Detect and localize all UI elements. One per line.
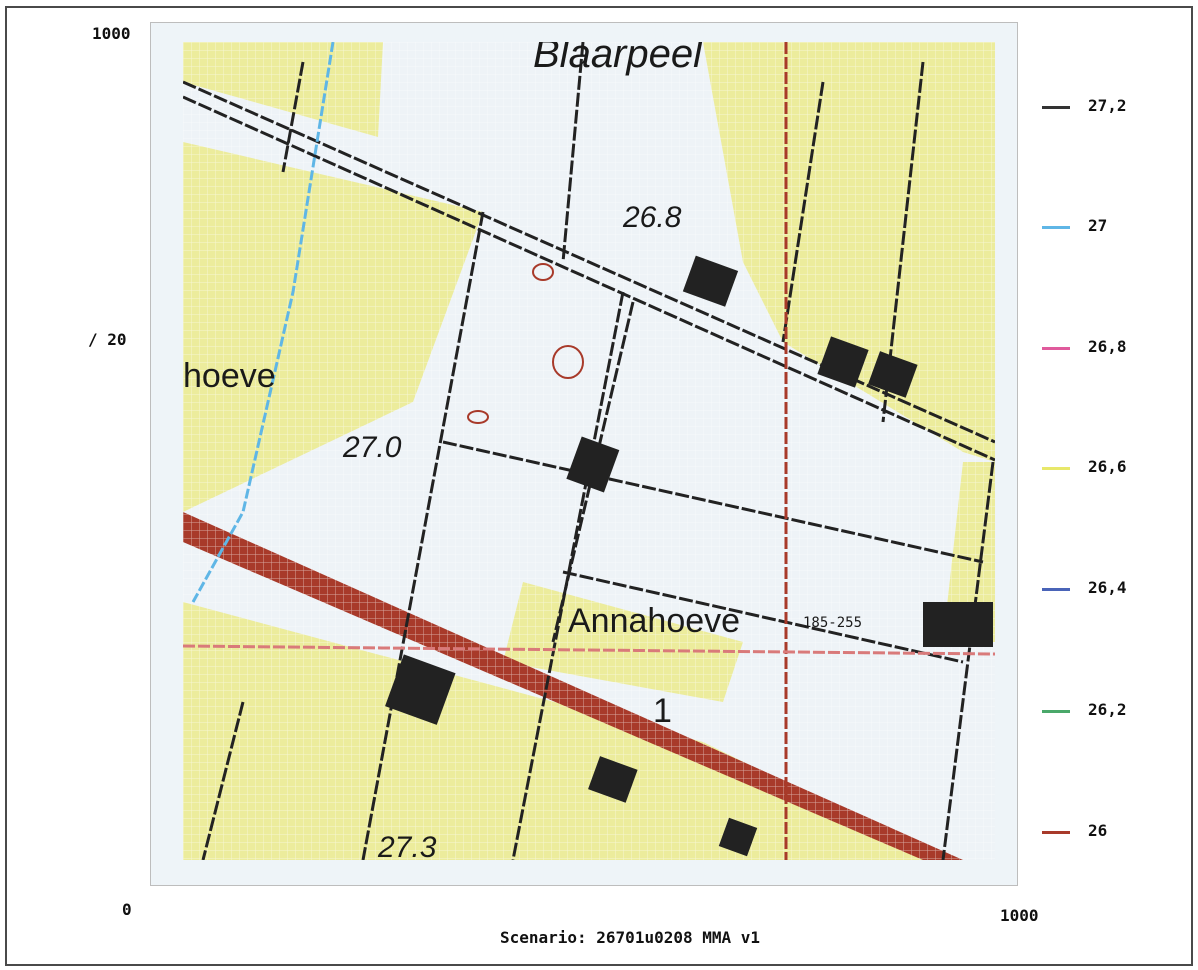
label-26-8: 26.8 <box>622 201 682 234</box>
y-axis-min-label: 0 <box>122 900 132 919</box>
legend-swatch-26-4 <box>1042 588 1070 591</box>
building-3 <box>868 351 918 398</box>
legend-item-26-6: 26,6 <box>1040 457 1190 479</box>
legend-swatch-26-8 <box>1042 347 1070 350</box>
parcel-line-10 <box>281 61 305 173</box>
parcel-line-3 <box>781 81 825 343</box>
contour-27 <box>191 42 335 603</box>
parcel-line-9 <box>201 701 245 860</box>
parcel-line-11 <box>561 42 585 263</box>
legend-swatch-26-6 <box>1042 467 1070 470</box>
label-annahoeve: Annahoeve <box>568 602 740 640</box>
legend-label-26: 26 <box>1088 821 1108 840</box>
label-one: 1 <box>653 692 672 730</box>
legend-swatch-27 <box>1042 226 1070 229</box>
legend-item-26-2: 26,2 <box>1040 700 1190 722</box>
label-parcel-number: 185-255 <box>803 615 862 631</box>
legend-label-26-8: 26,8 <box>1088 337 1127 356</box>
building-1 <box>682 255 739 307</box>
label-hoeve: hoeve <box>183 357 276 395</box>
x-axis-max-label: 1000 <box>1000 906 1039 925</box>
building-8 <box>923 602 993 647</box>
building-7 <box>718 817 758 857</box>
legend-item-26-4: 26,4 <box>1040 578 1190 600</box>
legend-label-26-6: 26,6 <box>1088 457 1127 476</box>
legend-label-26-4: 26,4 <box>1088 578 1127 597</box>
legend-label-27: 27 <box>1088 216 1108 235</box>
building-blocks <box>385 255 993 857</box>
map-labels: Blaarpeel hoeve 26.8 27.0 27.3 Annahoeve… <box>183 42 862 860</box>
scenario-caption: Scenario: 26701u0208 MMA v1 <box>499 928 761 947</box>
blob-1 <box>552 345 584 379</box>
blob-3 <box>467 410 489 424</box>
contour-blobs <box>467 263 584 424</box>
road-line-north-b <box>183 95 995 462</box>
parcel-line-8 <box>941 461 995 860</box>
road-line-north-a <box>183 80 995 444</box>
building-6 <box>588 756 638 803</box>
building-2 <box>817 336 869 388</box>
legend-swatch-26-2 <box>1042 710 1070 713</box>
building-5 <box>385 654 456 725</box>
building-4 <box>566 436 620 493</box>
legend-item-27-2: 27,2 <box>1040 96 1190 118</box>
label-blaarpeel: Blaarpeel <box>533 42 703 76</box>
parcel-line-1 <box>361 211 485 860</box>
legend-label-26-2: 26,2 <box>1088 700 1127 719</box>
y-axis-mid-label: / 20 <box>88 330 127 349</box>
contour-26-8-horizontal <box>183 644 995 656</box>
label-27-0: 27.0 <box>342 431 402 464</box>
legend-label-27-2: 27,2 <box>1088 96 1127 115</box>
cadastral-lines <box>183 42 995 860</box>
blob-2 <box>532 263 554 281</box>
legend-swatch-27-2 <box>1042 106 1070 109</box>
legend-item-26: 26 <box>1040 821 1190 843</box>
legend-swatch-26 <box>1042 831 1070 834</box>
y-axis-max-label: 1000 <box>92 24 131 43</box>
map-canvas[interactable]: Blaarpeel hoeve 26.8 27.0 27.3 Annahoeve… <box>183 42 995 860</box>
parcel-line-7 <box>442 440 984 564</box>
label-27-3: 27.3 <box>377 831 437 860</box>
legend-item-26-8: 26,8 <box>1040 337 1190 359</box>
parcel-line-6 <box>562 570 964 664</box>
legend-item-27: 27 <box>1040 216 1190 238</box>
